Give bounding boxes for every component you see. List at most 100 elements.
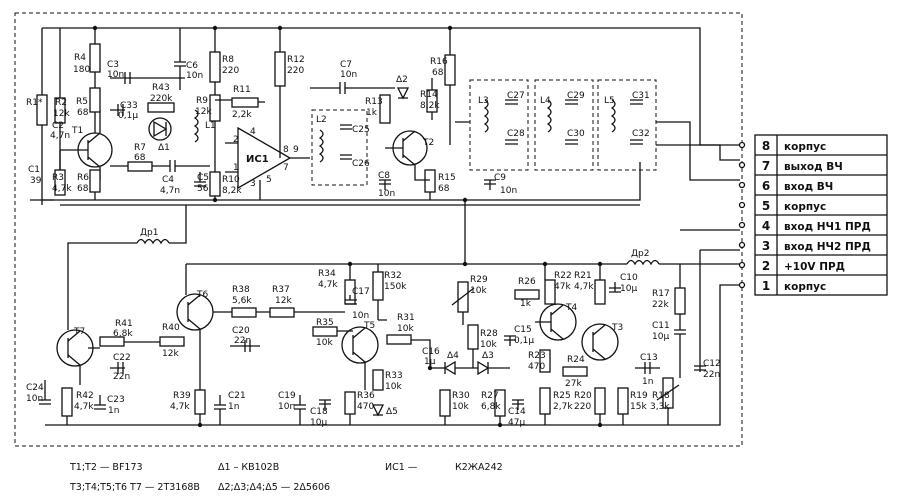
connector-pin-label: вход ВЧ — [784, 181, 833, 193]
component-label: R27 — [481, 391, 499, 401]
component-label: C26 — [352, 159, 370, 169]
component-label: R1* — [26, 98, 43, 108]
ic1-label: ИС1 — [246, 154, 269, 165]
component-label: C13 — [640, 353, 658, 363]
component-label: C20 — [232, 326, 250, 336]
component-label: R43 — [152, 83, 170, 93]
component-label: 8 — [283, 145, 289, 155]
connector-pin-label: вход НЧ2 ПРД — [784, 241, 871, 253]
component-label: R8 — [222, 55, 234, 65]
component-label: 4,7k — [74, 402, 94, 412]
component-label: R3 — [52, 173, 64, 183]
connector-pin-label: корпус — [784, 141, 826, 153]
component-label: 1µ — [424, 357, 436, 367]
component-label: 220k — [150, 94, 173, 104]
connector-pin-number: 1 — [762, 279, 770, 293]
component-label: 47k — [554, 282, 571, 292]
component-label: 0,1µ — [514, 336, 534, 346]
connector-pin-number: 4 — [762, 219, 770, 233]
component-label: C21 — [228, 391, 246, 401]
component-label: C19 — [278, 391, 296, 401]
component-label: R38 — [232, 285, 250, 295]
component-label: 1n — [228, 402, 239, 412]
component-label: Δ5 — [386, 407, 398, 417]
component-label: C31 — [632, 91, 650, 101]
component-label: R30 — [452, 391, 470, 401]
component-label: R39 — [173, 391, 191, 401]
component-label: 10µ — [310, 418, 327, 428]
parts-legend: Т1;Т2 — ВF173 Δ1 – КВ102В ИС1 — К2ЖА242 … — [69, 462, 503, 493]
component-label: R25 — [553, 391, 571, 401]
component-label: 3 — [250, 179, 256, 189]
component-label: R26 — [518, 277, 536, 287]
component-label: C18 — [310, 407, 328, 417]
component-label: R41 — [115, 319, 133, 329]
component-label: R23 — [528, 351, 546, 361]
component-label: 10n — [500, 186, 517, 196]
component-label: 220 — [574, 402, 591, 412]
connector-pin-number: 7 — [762, 159, 770, 173]
component-label: C11 — [652, 321, 670, 331]
component-label: 22k — [652, 300, 669, 310]
component-label: C29 — [567, 91, 585, 101]
component-label: 2 — [233, 135, 239, 145]
connector-block: 8 корпус 7 выход ВЧ 6 вход ВЧ 5 корпус 4… — [738, 134, 888, 296]
component-label: T1 — [71, 126, 83, 136]
component-label: 15k — [630, 402, 647, 412]
component-label: Δ1 — [158, 143, 170, 153]
component-label: L1 — [205, 121, 216, 131]
component-label: 10k — [316, 338, 333, 348]
component-label: 10n — [352, 311, 369, 321]
component-label: C12 — [703, 359, 721, 369]
component-label: 220 — [287, 66, 304, 76]
component-label: R33 — [385, 371, 403, 381]
component-label: L4 — [540, 96, 551, 106]
component-label: C2 — [52, 121, 64, 131]
transistor-t3 — [581, 323, 619, 361]
component-label: R35 — [316, 318, 334, 328]
component-label: 10n — [26, 394, 43, 404]
component-label: 12k — [162, 349, 179, 359]
component-label: C8 — [378, 171, 390, 181]
component-label: R13 — [365, 97, 383, 107]
connector-pin-label: корпус — [784, 201, 826, 213]
component-label: 8,2k — [420, 101, 440, 111]
component-label: L2 — [316, 115, 327, 125]
connector-pin-label: корпус — [784, 281, 826, 293]
component-label: R28 — [480, 329, 498, 339]
component-label: T7 — [73, 327, 85, 337]
component-label: 6,8k — [113, 329, 133, 339]
component-label: 7 — [283, 163, 289, 173]
component-label: 1 — [233, 163, 239, 173]
component-label: 220 — [222, 66, 239, 76]
component-label: C23 — [107, 395, 125, 405]
legend-item: Δ1 – КВ102В — [218, 462, 279, 473]
component-label: 180 — [73, 65, 90, 75]
component-label: 6,8k — [481, 402, 501, 412]
component-label: C24 — [26, 383, 44, 393]
component-label: 22n — [113, 372, 130, 382]
component-label: C9 — [494, 173, 506, 183]
component-label: 68 — [77, 184, 89, 194]
component-label: 1k — [520, 299, 532, 309]
component-label: Др2 — [631, 249, 649, 259]
component-label: C5 — [197, 173, 209, 183]
legend-item: Т1;Т2 — ВF173 — [69, 462, 143, 473]
component-label: 10n — [278, 402, 295, 412]
component-label: 68 — [77, 108, 89, 118]
component-label: R36 — [357, 391, 375, 401]
component-label: 2,2k — [232, 110, 252, 120]
component-label: R4 — [74, 53, 86, 63]
component-label: C28 — [507, 129, 525, 139]
component-label: C10 — [620, 273, 638, 283]
legend-item: ИС1 — — [385, 462, 418, 473]
component-label: 4 — [250, 127, 256, 137]
component-label: 8,2k — [222, 186, 242, 196]
component-label: C14 — [508, 407, 526, 417]
component-label: 470 — [528, 362, 545, 372]
component-label: 4,7k — [170, 402, 190, 412]
board-outline — [14, 12, 743, 447]
component-label: 10k — [480, 340, 497, 350]
component-label: 3,3k — [650, 402, 670, 412]
